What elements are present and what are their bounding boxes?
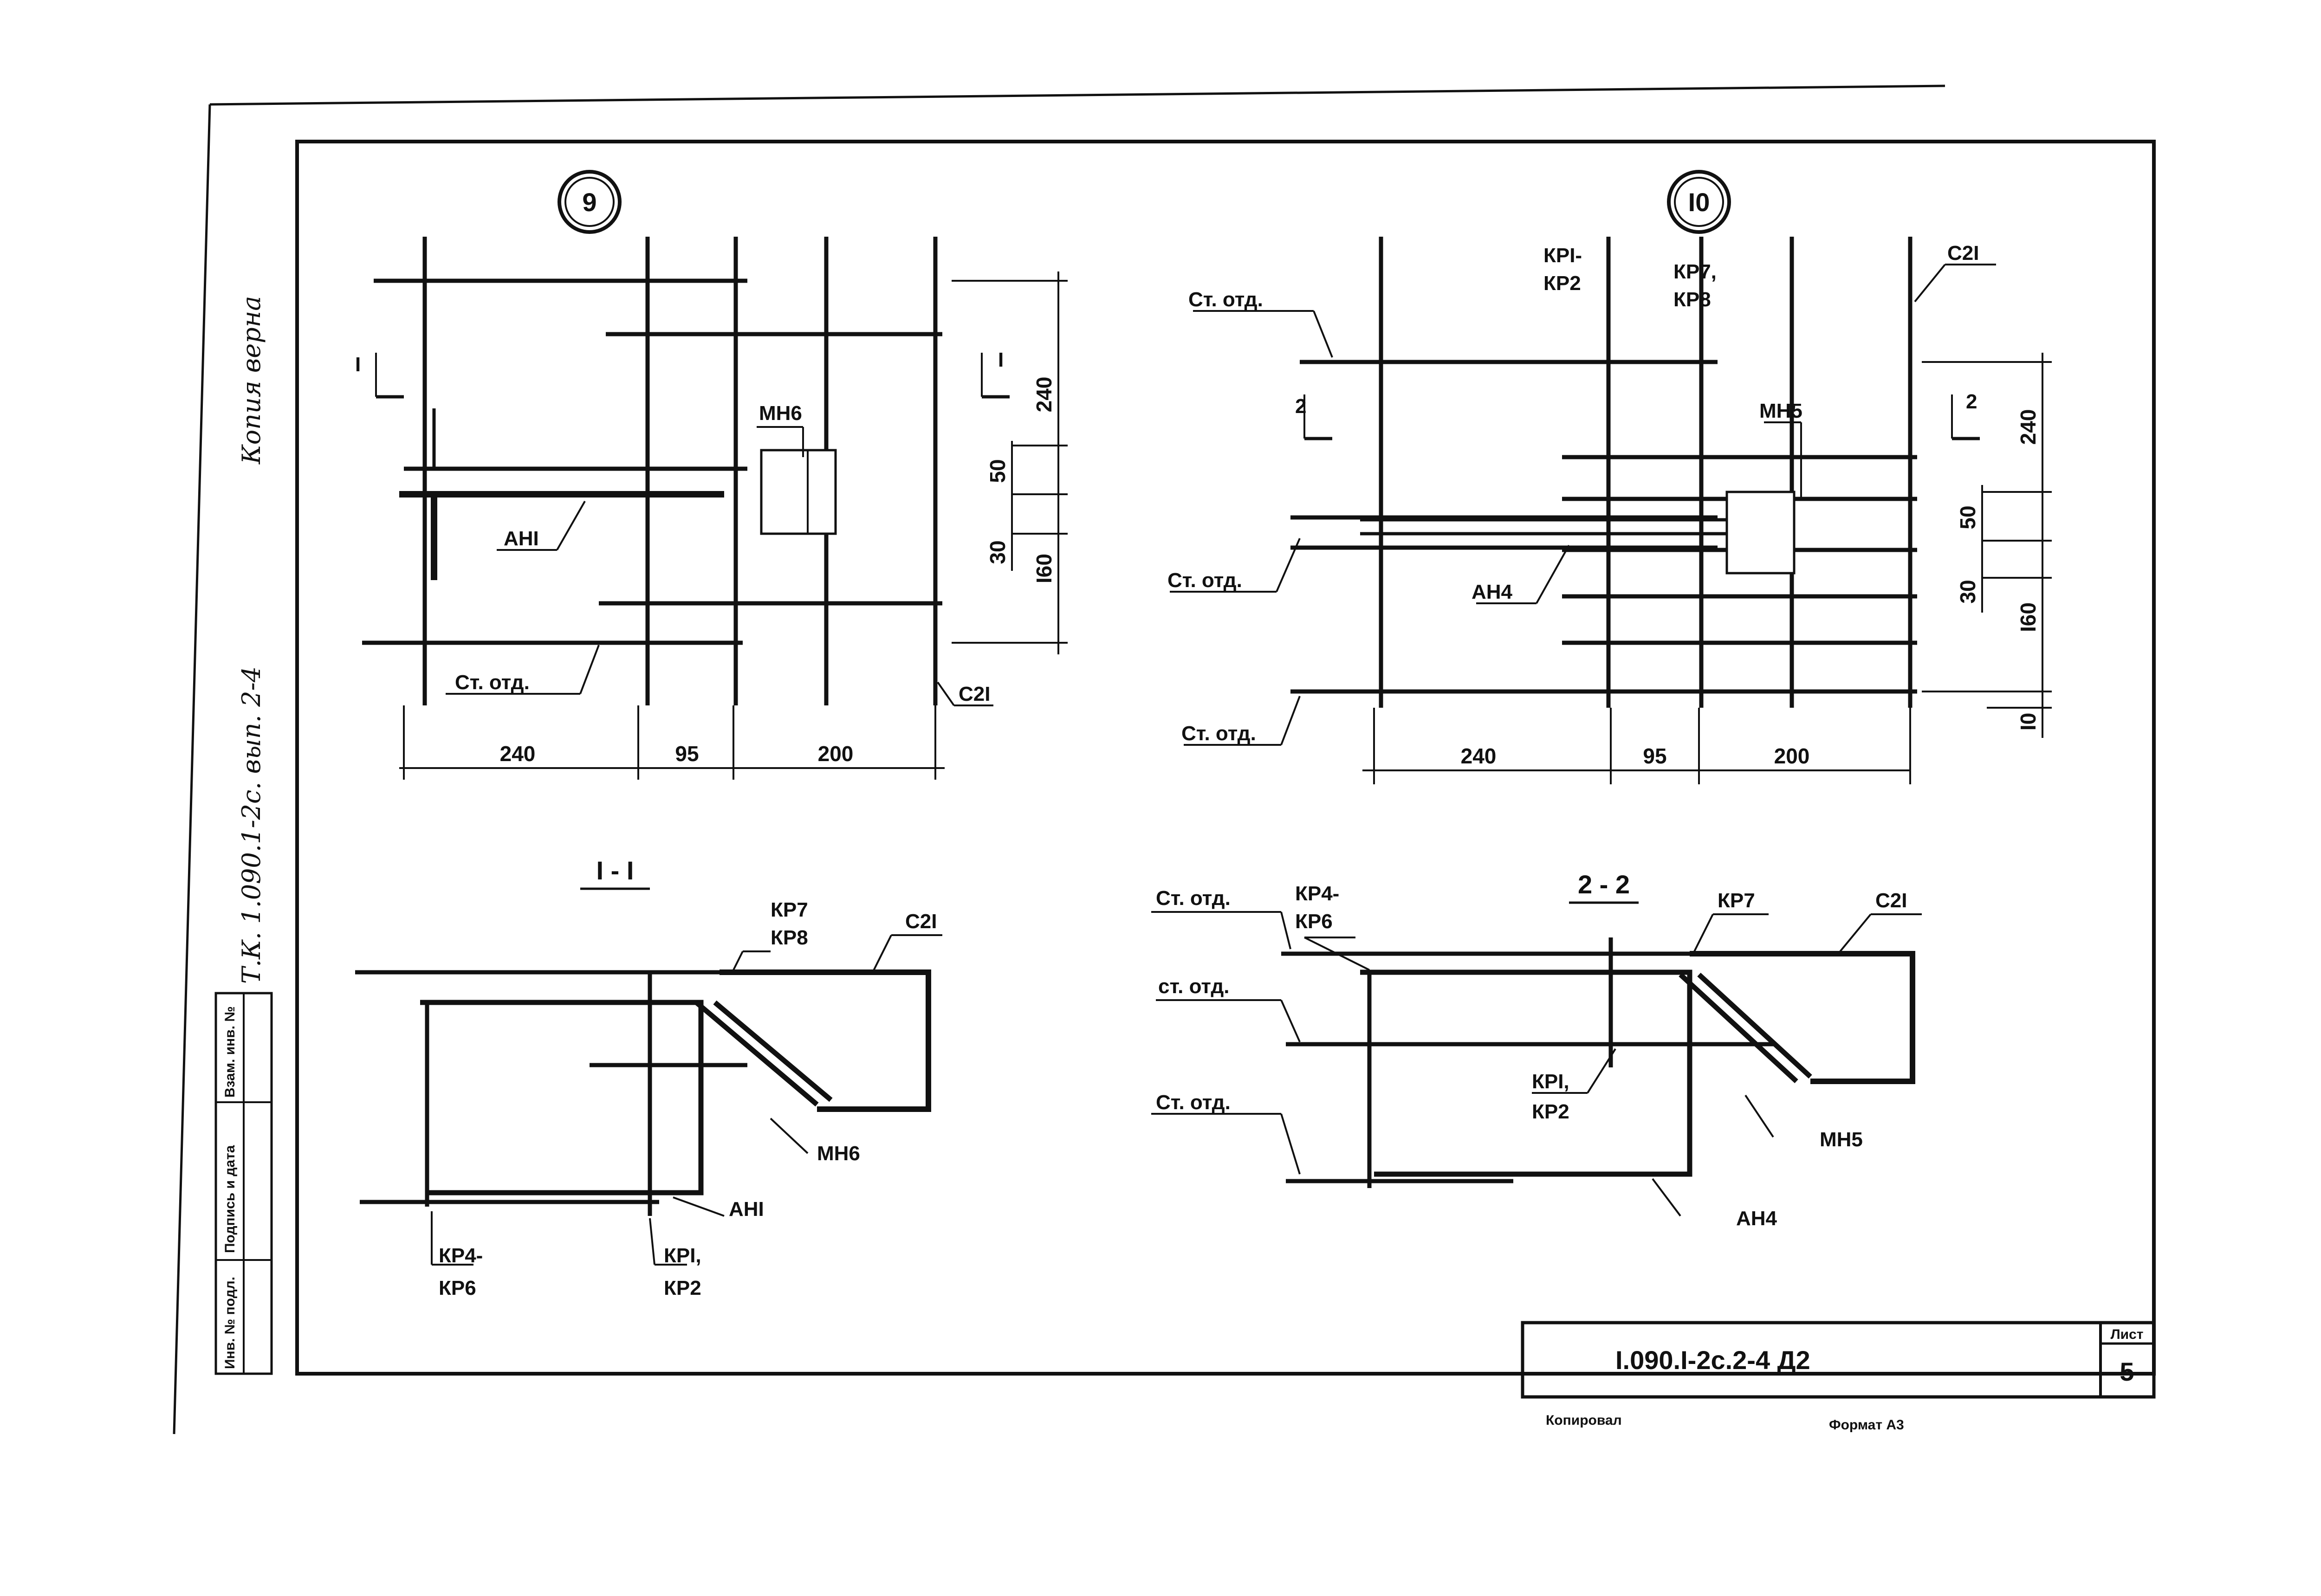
d10-label-kp7: КР7, bbox=[1673, 260, 1717, 283]
side-reference: Т.К. 1.090.1-2с. вып. 2-4 bbox=[237, 666, 266, 984]
d10-section-mark-left: 2 bbox=[1295, 395, 1306, 418]
s1-stirrup bbox=[420, 1000, 704, 1195]
stamp-inv-no: Инв. № подл. bbox=[222, 1277, 238, 1369]
section-2-2 bbox=[1151, 901, 1922, 1217]
d9-label-an1: АНI bbox=[504, 527, 539, 550]
s1-label-kp4: КР4- bbox=[439, 1244, 483, 1267]
d9-label-mn6: МН6 bbox=[759, 402, 802, 425]
detail-10 bbox=[1170, 170, 2052, 784]
detail-10-number: I0 bbox=[1688, 187, 1710, 217]
d9-dim-v-30: 30 bbox=[985, 540, 1010, 564]
s1-label-kp1: КРI, bbox=[664, 1244, 701, 1267]
stamp-signature-date: Подпись и дата bbox=[222, 1145, 238, 1253]
d9-label-c21: С2I bbox=[959, 683, 990, 705]
s2-plate-mn5 bbox=[1679, 972, 1812, 1084]
copy-note: Копия верна bbox=[237, 296, 266, 465]
d10-dim-v-30: 30 bbox=[1956, 580, 1980, 603]
s1-label-kp8: КР8 bbox=[771, 926, 808, 949]
d10-label-c21: С2I bbox=[1947, 242, 1979, 265]
s2-loop-c21 bbox=[1690, 951, 1915, 1084]
drawing-frame bbox=[295, 140, 2156, 1376]
s1-plate-mn6 bbox=[694, 1000, 833, 1107]
d9-section-mark-left: I bbox=[355, 353, 361, 376]
s2-label-st-bot: Ст. отд. bbox=[1156, 1091, 1231, 1114]
d10-dim-h-95: 95 bbox=[1643, 744, 1666, 768]
d9-dim-h-240: 240 bbox=[500, 742, 536, 766]
s1-label-mn6: МН6 bbox=[817, 1142, 860, 1165]
outer-trim-line bbox=[209, 84, 1945, 106]
d10-label-mn5: МН5 bbox=[1759, 400, 1802, 422]
section-1-title: I - I bbox=[596, 856, 634, 885]
detail-9 bbox=[362, 170, 1068, 780]
s1-loop-c21 bbox=[720, 969, 931, 1112]
s2-label-kp6: КР6 bbox=[1295, 910, 1333, 933]
title-block-code: I.090.I-2с.2-4 Д2 bbox=[1615, 1345, 1810, 1375]
d9-dim-v-160: I60 bbox=[1032, 554, 1056, 583]
d10-label-st-bot: Ст. отд. bbox=[1181, 722, 1256, 745]
title-block-sheet-label: Лист bbox=[2111, 1327, 2144, 1342]
d10-plate-mn5 bbox=[1725, 491, 1796, 575]
section-2-title: 2 - 2 bbox=[1578, 870, 1630, 899]
s1-label-kp7: КР7 bbox=[771, 898, 808, 921]
detail-9-number: 9 bbox=[582, 187, 596, 217]
d10-dim-v-10: I0 bbox=[2016, 713, 2040, 730]
d9-anchor-an1 bbox=[399, 491, 724, 580]
s1-label-kp2: КР2 bbox=[664, 1277, 701, 1299]
d10-label-kp8: КР8 bbox=[1673, 288, 1711, 311]
footer-format: Формат А3 bbox=[1829, 1417, 1904, 1433]
s2-label-kp4: КР4- bbox=[1295, 882, 1339, 905]
d10-label-kp2: КР2 bbox=[1543, 272, 1581, 295]
d10-label-st-top: Ст. отд. bbox=[1188, 288, 1263, 311]
s2-label-kp1: КРI, bbox=[1532, 1070, 1569, 1093]
s2-stirrup bbox=[1360, 969, 1692, 1177]
s2-label-kp7: КР7 bbox=[1718, 889, 1755, 912]
detail-9-marker bbox=[558, 170, 622, 234]
s2-label-kp2: КР2 bbox=[1532, 1100, 1569, 1123]
d9-dim-v-240: 240 bbox=[1032, 377, 1056, 413]
s2-label-st-mid: ст. отд. bbox=[1158, 975, 1230, 998]
detail-10-marker bbox=[1667, 170, 1731, 234]
d10-dim-v-160: I60 bbox=[2016, 602, 2040, 632]
d9-dim-h-200: 200 bbox=[818, 742, 854, 766]
footer-copied: Копировал bbox=[1546, 1413, 1622, 1428]
s2-label-c21: С2I bbox=[1875, 889, 1907, 912]
d9-plate-mn6 bbox=[760, 449, 837, 535]
d10-dim-h-240: 240 bbox=[1461, 744, 1497, 768]
outer-left-trim bbox=[173, 104, 211, 1434]
d10-label-st-mid: Ст. отд. bbox=[1167, 569, 1242, 592]
d9-dim-v-50: 50 bbox=[985, 459, 1010, 483]
side-stamp bbox=[214, 992, 273, 1375]
stamp-replace-inv: Взам. инв. № bbox=[222, 1006, 238, 1098]
section-1-1 bbox=[355, 887, 942, 1266]
title-block-sheet-number: 5 bbox=[2120, 1357, 2134, 1386]
s1-label-kp6: КР6 bbox=[439, 1277, 476, 1299]
s2-label-st-top: Ст. отд. bbox=[1156, 887, 1231, 910]
title-block bbox=[1521, 1321, 2156, 1399]
d9-section-mark-right: I bbox=[998, 349, 1004, 371]
d9-label-st-otd: Ст. отд. bbox=[455, 671, 530, 694]
d9-dim-h-95: 95 bbox=[675, 742, 699, 766]
s2-label-mn5: МН5 bbox=[1820, 1128, 1863, 1151]
s1-label-c21: С2I bbox=[905, 910, 937, 933]
s1-label-an1: АНI bbox=[729, 1198, 764, 1221]
d10-label-an4: АН4 bbox=[1472, 581, 1513, 603]
d10-anchor-an4 bbox=[1360, 518, 1727, 536]
s2-label-an4: АН4 bbox=[1736, 1207, 1777, 1230]
d10-dim-h-200: 200 bbox=[1774, 744, 1810, 768]
d10-section-mark-right: 2 bbox=[1966, 390, 1977, 413]
d10-label-kp1: КРI- bbox=[1543, 244, 1582, 267]
d10-dim-v-50: 50 bbox=[1956, 505, 1980, 529]
d10-dim-v-240: 240 bbox=[2016, 409, 2040, 445]
